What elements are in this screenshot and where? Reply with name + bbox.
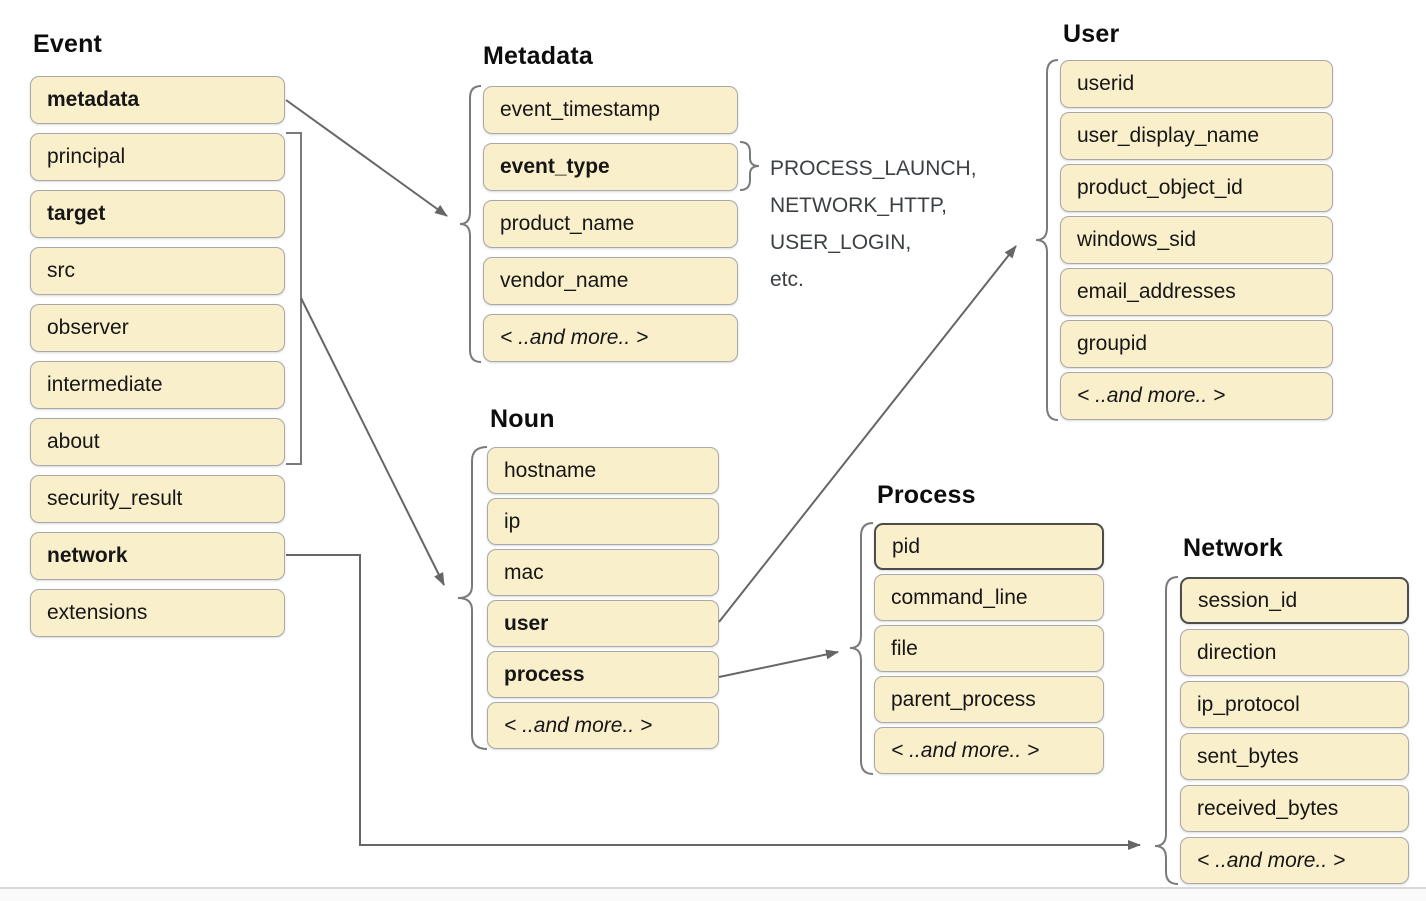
metadata-field-and-more: < ..and more.. >: [483, 314, 738, 362]
event-field-extensions: extensions: [30, 589, 285, 637]
event-field-target: target: [30, 190, 285, 238]
metadata-field-event-timestamp: event_timestamp: [483, 86, 738, 134]
noun-field-and-more: < ..and more.. >: [487, 702, 719, 749]
event-field-observer: observer: [30, 304, 285, 352]
process-field-file: file: [874, 625, 1104, 672]
brace-noun-group: [457, 446, 488, 750]
event-type-examples: PROCESS_LAUNCH, NETWORK_HTTP, USER_LOGIN…: [770, 150, 977, 298]
brace-process-group: [849, 522, 874, 775]
process-group-title: Process: [877, 481, 976, 509]
network-field-ip-protocol: ip_protocol: [1180, 681, 1409, 728]
event-field-intermediate: intermediate: [30, 361, 285, 409]
user-field-user-display-name: user_display_name: [1060, 112, 1333, 160]
brace-user-group: [1035, 59, 1059, 421]
noun-field-user: user: [487, 600, 719, 647]
network-field-direction: direction: [1180, 629, 1409, 676]
brace-event-type-values: [739, 141, 760, 191]
process-field-parent-process: parent_process: [874, 676, 1104, 723]
process-field-command-line: command_line: [874, 574, 1104, 621]
event-type-example-line: NETWORK_HTTP,: [770, 194, 947, 217]
network-field-sent-bytes: sent_bytes: [1180, 733, 1409, 780]
metadata-field-vendor-name: vendor_name: [483, 257, 738, 305]
event-type-example-line: etc.: [770, 268, 804, 291]
metadata-group-title: Metadata: [483, 42, 593, 70]
event-field-list: metadata principal target src observer i…: [30, 76, 285, 646]
user-field-userid: userid: [1060, 60, 1333, 108]
arrow-process-to-process-group: [718, 649, 839, 678]
event-field-about: about: [30, 418, 285, 466]
network-group-title: Network: [1183, 534, 1284, 562]
bottom-divider: [0, 887, 1426, 901]
noun-field-list: hostname ip mac user process < ..and mor…: [487, 447, 719, 753]
event-field-metadata: metadata: [30, 76, 285, 124]
user-field-windows-sid: windows_sid: [1060, 216, 1333, 264]
network-field-list: session_id direction ip_protocol sent_by…: [1180, 577, 1409, 889]
event-field-security-result: security_result: [30, 475, 285, 523]
noun-field-hostname: hostname: [487, 447, 719, 494]
brace-metadata-group: [459, 85, 482, 363]
event-field-network: network: [30, 532, 285, 580]
user-field-product-object-id: product_object_id: [1060, 164, 1333, 212]
metadata-field-product-name: product_name: [483, 200, 738, 248]
event-field-src: src: [30, 247, 285, 295]
metadata-field-list: event_timestamp event_type product_name …: [483, 86, 738, 371]
user-field-groupid: groupid: [1060, 320, 1333, 368]
noun-group-title: Noun: [490, 405, 555, 433]
process-field-and-more: < ..and more.. >: [874, 727, 1104, 774]
metadata-field-event-type: event_type: [483, 143, 738, 191]
user-group-title: User: [1063, 20, 1120, 48]
arrow-metadata-to-metadata-group: [285, 99, 448, 217]
event-type-example-line: PROCESS_LAUNCH,: [770, 157, 977, 180]
process-field-list: pid command_line file parent_process < .…: [874, 523, 1104, 778]
process-field-pid: pid: [874, 523, 1104, 570]
brace-network-group: [1154, 576, 1179, 885]
event-type-example-line: USER_LOGIN,: [770, 231, 912, 254]
network-field-session-id: session_id: [1180, 577, 1409, 624]
noun-field-mac: mac: [487, 549, 719, 596]
user-field-email-addresses: email_addresses: [1060, 268, 1333, 316]
network-field-and-more: < ..and more.. >: [1180, 837, 1409, 884]
noun-field-process: process: [487, 651, 719, 698]
arrow-event-nouns-to-noun-group: [300, 297, 445, 586]
network-field-received-bytes: received_bytes: [1180, 785, 1409, 832]
user-field-and-more: < ..and more.. >: [1060, 372, 1333, 420]
event-field-principal: principal: [30, 133, 285, 181]
bracket-event-nouns: [286, 132, 302, 465]
user-field-list: userid user_display_name product_object_…: [1060, 60, 1333, 424]
event-group-title: Event: [33, 30, 103, 58]
noun-field-ip: ip: [487, 498, 719, 545]
